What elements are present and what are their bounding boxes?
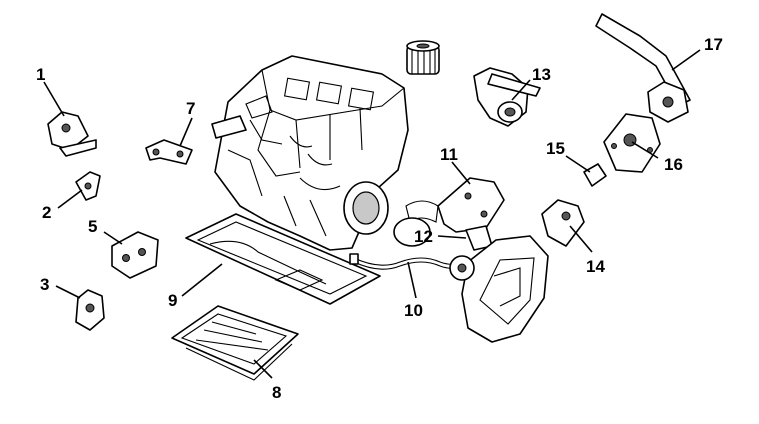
callout-9: 9	[168, 291, 177, 310]
part-13-thermostat-housing	[473, 67, 541, 127]
part-2-bracket	[57, 171, 101, 209]
part-11-housing	[405, 161, 505, 233]
part-9-oil-pan	[181, 213, 381, 305]
callout-5: 5	[88, 217, 97, 236]
callout-11: 11	[440, 145, 458, 164]
oil-filter	[406, 40, 440, 75]
callout-7: 7	[186, 99, 195, 118]
part-14-flange	[541, 199, 593, 253]
part-3-mount	[55, 285, 105, 331]
callout-2: 2	[42, 203, 51, 222]
back-plate	[449, 235, 549, 343]
part-1-engine-mount	[43, 81, 97, 157]
callout-8: 8	[272, 383, 281, 402]
callout-14: 14	[586, 257, 605, 276]
part-12-outlet	[393, 217, 493, 251]
callout-3: 3	[40, 275, 49, 294]
part-17-water-pipe	[595, 13, 701, 123]
engine-block	[211, 55, 409, 251]
callout-17: 17	[704, 35, 723, 54]
part-7-bracket	[145, 117, 193, 165]
part-10-sensor-harness	[349, 253, 469, 299]
part-15-sensor	[565, 155, 607, 187]
callout-13: 13	[532, 65, 551, 84]
part-5-bracket	[103, 231, 159, 279]
callout-1: 1	[36, 65, 45, 84]
callout-12: 12	[414, 227, 433, 246]
callout-10: 10	[404, 301, 423, 320]
part-16-water-outlet	[603, 113, 661, 173]
callout-15: 15	[546, 139, 565, 158]
part-8-oil-pan	[171, 305, 299, 381]
callout-16: 16	[664, 155, 683, 174]
